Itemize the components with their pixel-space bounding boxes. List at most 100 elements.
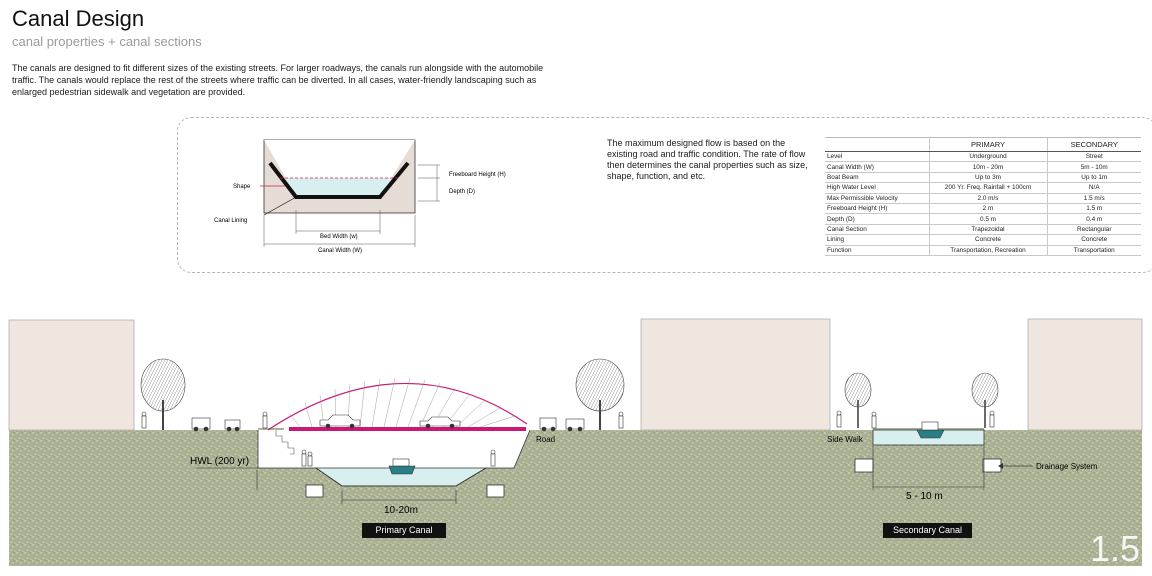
table-cell: Concrete (1046, 234, 1141, 246)
label-canal-width: Canal Width (W) (318, 248, 362, 254)
car-icon (539, 417, 557, 432)
table-cell: Up to 1m (1046, 172, 1141, 184)
building-left (8, 319, 135, 431)
car-icon (191, 417, 211, 432)
table-cell: 0.5 m (928, 213, 1047, 225)
table-cell: Freeboard Height (H) (825, 203, 929, 215)
car-icon (319, 414, 361, 429)
page-subtitle: canal properties + canal sections (12, 34, 202, 49)
table-cell: 5m - 10m (1046, 161, 1141, 173)
table-cell: N/A (1046, 182, 1141, 194)
boat-icon (388, 458, 416, 475)
building-right (1027, 318, 1143, 431)
table-header-primary: PRIMARY (928, 137, 1047, 152)
page-number: 1.5 (1090, 528, 1141, 569)
person-icon (141, 411, 147, 429)
label-depth: Depth (D) (449, 189, 475, 195)
table-cell: Trapezoidal (928, 224, 1047, 236)
lining-leader (263, 195, 299, 216)
table-cell: 1.5 m (1046, 203, 1141, 215)
person-icon (490, 449, 496, 467)
tree-icon (140, 358, 186, 430)
page-title: Canal Design (12, 6, 145, 31)
tree-icon (575, 358, 625, 430)
intro-paragraph: The canals are designed to fit different… (12, 63, 544, 97)
person-icon (989, 410, 995, 428)
bridge-cables (289, 377, 516, 428)
bridge-deck (289, 427, 526, 431)
street-section: HWL (200 yr) Road 10-20m Side Walk Drain… (8, 318, 1143, 566)
label-side-walk: Side Walk (827, 435, 864, 444)
person-icon (307, 451, 313, 467)
canal-lining-line (268, 161, 410, 199)
secondary-canal-caption: Secondary Canal (883, 523, 972, 538)
canal-properties-panel (177, 117, 1152, 273)
boat-icon (916, 421, 945, 439)
bridge-arch (267, 382, 528, 431)
table-cell: Street (1046, 151, 1141, 163)
ground (9, 428, 1142, 566)
label-primary-width: 10-20m (384, 505, 418, 516)
label-freeboard: Freeboard Height (H) (449, 172, 506, 178)
table-header-row: PRIMARY SECONDARY (825, 137, 1141, 152)
table-header-secondary: SECONDARY (1046, 137, 1141, 152)
person-icon (618, 411, 624, 429)
drainage-box (305, 484, 324, 498)
drainage-box (486, 484, 505, 498)
table-cell: Depth (D) (825, 213, 929, 225)
table-cell: Lining (825, 234, 929, 246)
label-drainage: Drainage System (1036, 462, 1098, 471)
table-cell: High Water Level (825, 182, 929, 194)
table-cell: 2.0 m/s (928, 193, 1047, 204)
table-cell: Function (825, 245, 929, 256)
label-hwl: HWL (200 yr) (190, 456, 249, 467)
table-cell: Rectangular (1046, 224, 1141, 236)
car-icon (224, 419, 241, 432)
table-header-cell (825, 137, 929, 152)
drainage-box (982, 458, 1002, 473)
table-cell: Transportation (1046, 245, 1141, 256)
table-cell: 1.5 m/s (1046, 193, 1141, 204)
table-cell: Up to 3m (928, 172, 1047, 184)
table-cell: 2 m (928, 203, 1047, 215)
water-fill (283, 178, 395, 196)
label-road: Road (536, 435, 555, 444)
label-canal-lining: Canal Lining (214, 218, 247, 224)
canal-section-diagram: Shape Canal Lining Freeboard Height (H) … (214, 139, 506, 254)
person-icon (301, 449, 307, 467)
table-cell: Concrete (928, 234, 1047, 246)
building-middle (640, 318, 831, 431)
table-cell: Canal Section (825, 224, 929, 236)
person-icon (871, 411, 877, 429)
table-cell: Level (825, 151, 929, 163)
stairs (275, 430, 295, 455)
table-cell: 200 Yr. Freq. Rainfall + 100cm (928, 182, 1047, 194)
table-cell: Max Permissible Velocity (825, 193, 929, 204)
table-cell: Underground (928, 151, 1047, 163)
label-secondary-width: 5 - 10 m (906, 491, 943, 502)
table-cell: 10m - 20m (928, 161, 1047, 173)
table-cell: Boat Beam (825, 172, 929, 184)
car-icon (565, 418, 585, 432)
flow-paragraph: The maximum designed flow is based on th… (607, 138, 808, 181)
label-bed-width: Bed Width (w) (320, 234, 358, 240)
person-icon (262, 411, 268, 429)
table-cell: Canal Width (W) (825, 161, 929, 173)
table-cell: 0.4 m (1046, 213, 1141, 225)
tree-icon (844, 372, 872, 428)
car-icon (419, 416, 461, 429)
label-shape: Shape (233, 184, 251, 190)
person-icon (836, 410, 842, 428)
